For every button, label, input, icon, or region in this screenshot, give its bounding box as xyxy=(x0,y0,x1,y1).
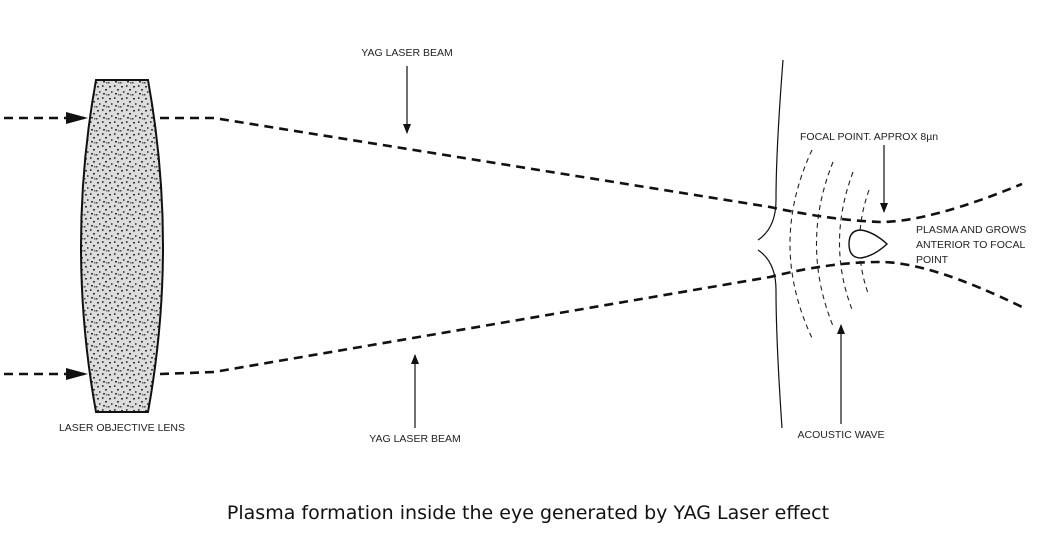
incoming-beam-bottom-arrowhead xyxy=(66,368,88,380)
eye-interface-lower xyxy=(757,249,783,429)
figure-caption: Plasma formation inside the eye generate… xyxy=(227,502,829,524)
acoustic-wave-label: ACOUSTIC WAVE xyxy=(798,429,885,441)
objective-lens xyxy=(80,79,164,413)
incoming-beam-top-arrowhead xyxy=(66,112,88,124)
acoustic-wave-arc-3 xyxy=(839,171,854,313)
focal-point-label: FOCAL POINT. APPROX 8µn xyxy=(800,131,938,143)
eye-interface-upper xyxy=(757,59,784,241)
plasma-label-line-3: POINT xyxy=(916,254,949,266)
beam-upper xyxy=(160,116,1023,224)
lens-label: LASER OBJECTIVE LENS xyxy=(59,422,185,434)
beam-lower xyxy=(159,260,1023,376)
acoustic-wave-arc-1 xyxy=(789,149,813,339)
plasma-label-line-2: ANTERIOR TO FOCAL xyxy=(916,239,1025,251)
plasma-label-line-1: PLASMA AND GROWS xyxy=(916,224,1026,236)
beam-top-label: YAG LASER BEAM xyxy=(361,47,452,59)
plasma-bubble xyxy=(848,229,889,259)
beam-bottom-label: YAG LASER BEAM xyxy=(369,433,460,445)
acoustic-wave-arc-2 xyxy=(815,161,834,327)
